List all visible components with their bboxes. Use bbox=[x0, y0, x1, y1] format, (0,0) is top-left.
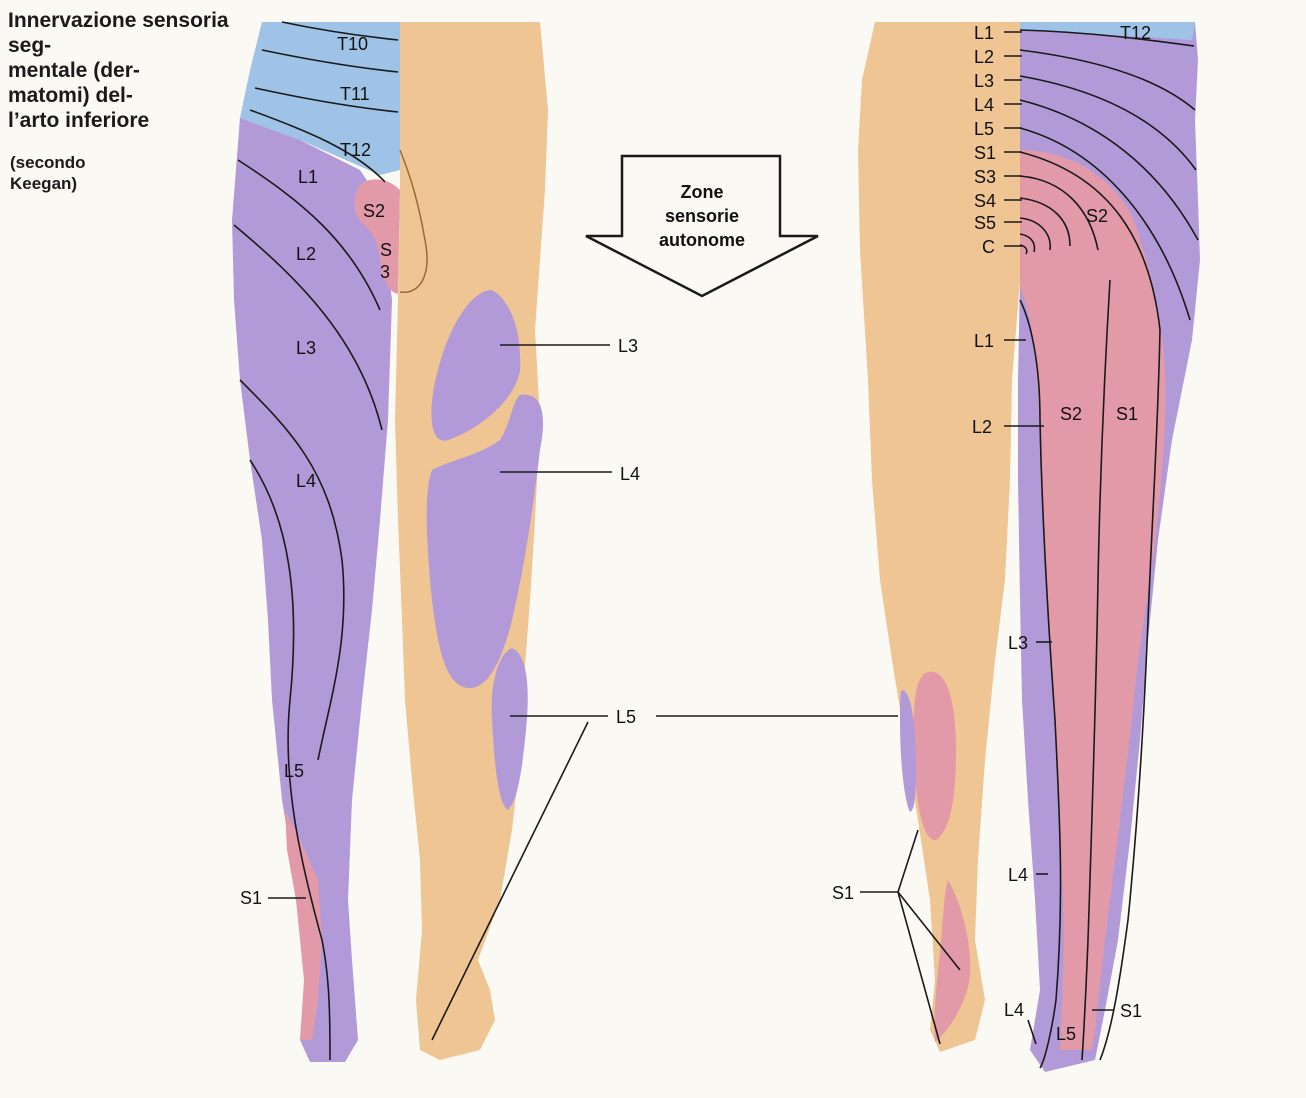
label-back-l1: L1 bbox=[974, 331, 994, 351]
label-front-l1: L1 bbox=[298, 167, 318, 187]
label-back-t12: T12 bbox=[1120, 23, 1151, 43]
front-genital-outline bbox=[399, 149, 428, 293]
autonomous-labels: L3 L4 L5 bbox=[616, 336, 640, 727]
label-front-l2: L2 bbox=[296, 244, 316, 264]
front-labels: T10 T11 T12 L1 S2 S 3 L2 L3 L4 L5 S1 bbox=[240, 34, 392, 908]
autonomous-zone-s1 bbox=[913, 671, 956, 841]
label-front-s1: S1 bbox=[240, 888, 262, 908]
front-thoracic-region bbox=[240, 22, 400, 175]
autonomous-zone-l5 bbox=[491, 648, 528, 810]
label-back-l4-top: L4 bbox=[974, 95, 994, 115]
autonomous-zone-l5-back bbox=[900, 690, 916, 812]
autonomous-zone-l4 bbox=[426, 394, 544, 689]
front-s1-strip bbox=[285, 810, 322, 1040]
label-back-s2-thigh: S2 bbox=[1060, 404, 1082, 424]
autonomous-zones-arrow bbox=[585, 154, 819, 298]
autonomous-zone-l3 bbox=[431, 290, 521, 441]
front-s2-s3-patch bbox=[354, 179, 400, 294]
label-back-s1-foot: S1 bbox=[832, 883, 854, 903]
label-front-l5: L5 bbox=[284, 761, 304, 781]
label-back-s5: S5 bbox=[974, 213, 996, 233]
front-leg-view bbox=[232, 21, 548, 1062]
label-front-s: S bbox=[380, 240, 392, 260]
label-front-l3: L3 bbox=[296, 338, 316, 358]
label-back-c: C bbox=[982, 237, 995, 257]
label-back-l5-top: L5 bbox=[974, 119, 994, 139]
figure-title: Innervazione sensoria seg- mentale (der-… bbox=[8, 9, 229, 132]
front-dermatome-lines bbox=[233, 21, 399, 1061]
label-back-s1-top: S1 bbox=[974, 143, 996, 163]
label-autonomous-l4: L4 bbox=[620, 464, 640, 484]
label-back-s3: S3 bbox=[974, 167, 996, 187]
arrow-caption: Zone sensorie autonome bbox=[658, 182, 745, 250]
label-back-l2: L2 bbox=[972, 417, 992, 437]
back-thoracic-region bbox=[1020, 22, 1195, 40]
label-back-l3-top: L3 bbox=[974, 71, 994, 91]
back-leg-view bbox=[858, 22, 1200, 1072]
label-front-t12: T12 bbox=[340, 140, 371, 160]
label-back-l4: L4 bbox=[1008, 865, 1028, 885]
back-labels: T12 L1 L2 L3 L4 L5 S1 S3 S4 S5 C S2 L1 L… bbox=[832, 23, 1151, 1044]
label-back-s1-thigh: S1 bbox=[1116, 404, 1138, 424]
back-skin-leg bbox=[858, 22, 1020, 1052]
label-front-l4: L4 bbox=[296, 471, 316, 491]
label-back-s2-buttock: S2 bbox=[1086, 206, 1108, 226]
label-front-t10: T10 bbox=[337, 34, 368, 54]
label-back-l2-top: L2 bbox=[974, 47, 994, 67]
label-back-l1-top: L1 bbox=[974, 23, 994, 43]
label-front-s2: S2 bbox=[363, 201, 385, 221]
label-autonomous-l3: L3 bbox=[618, 336, 638, 356]
back-dermatome-lines bbox=[1019, 29, 1199, 1069]
label-back-l5-foot: L5 bbox=[1056, 1024, 1076, 1044]
label-autonomous-l5: L5 bbox=[616, 707, 636, 727]
leader-lines bbox=[268, 31, 1114, 1045]
label-back-s1-heel: S1 bbox=[1120, 1001, 1142, 1021]
label-back-s4: S4 bbox=[974, 191, 996, 211]
label-back-l4-foot: L4 bbox=[1004, 1000, 1024, 1020]
figure-subtitle: (secondo Keegan) bbox=[10, 153, 86, 193]
label-front-3: 3 bbox=[380, 262, 390, 282]
label-front-t11: T11 bbox=[340, 84, 370, 104]
back-sacral-region bbox=[1020, 150, 1166, 1050]
label-back-l3: L3 bbox=[1008, 633, 1028, 653]
